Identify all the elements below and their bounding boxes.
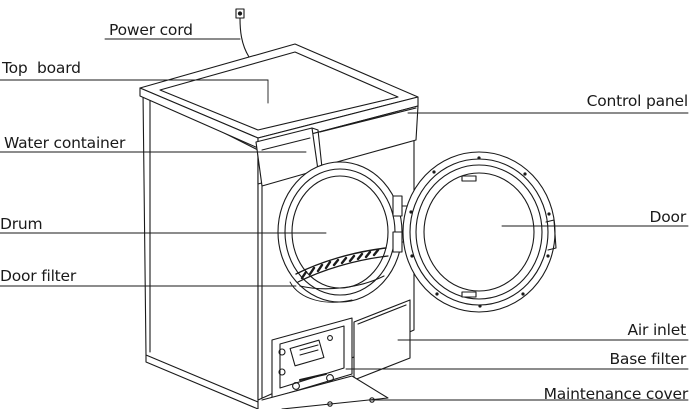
door-filter-label: Door filter — [0, 267, 77, 285]
drum-opening — [277, 161, 403, 303]
power-cord-label: Power cord — [109, 21, 193, 39]
water-container-label: Water container — [4, 134, 126, 152]
door-label: Door — [649, 208, 687, 226]
power-cord-graphic — [235, 8, 250, 58]
base-filter-graphic — [271, 317, 353, 399]
air-inlet-label: Air inlet — [627, 321, 687, 339]
door-graphic — [402, 151, 557, 313]
top-board-label: Top board — [2, 59, 81, 77]
control-panel-label: Control panel — [586, 92, 689, 110]
drum-label: Drum — [0, 215, 43, 233]
door-filter-graphic — [289, 281, 353, 303]
leader-lines — [0, 38, 689, 401]
maintenance-cover-label: Maintenance cover — [543, 385, 689, 403]
base-filter-label: Base filter — [609, 350, 686, 368]
air-inlet-graphic — [353, 299, 411, 381]
